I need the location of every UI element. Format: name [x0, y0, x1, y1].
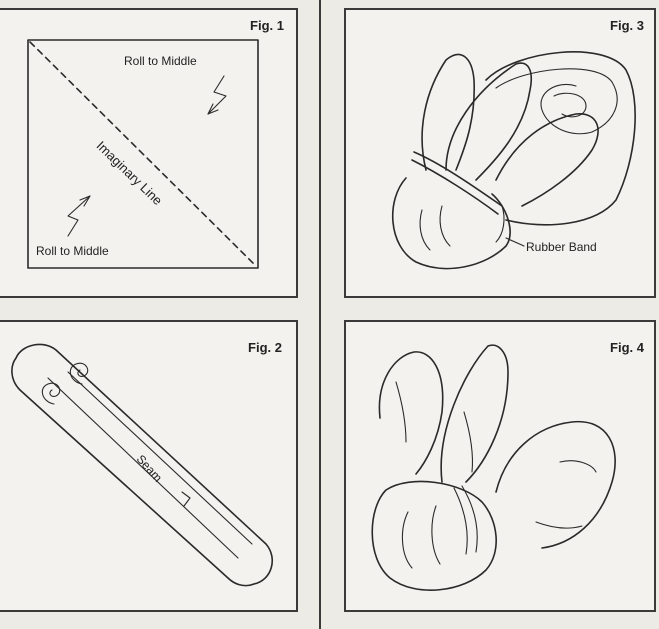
rubber-band — [453, 487, 468, 555]
figure-3-label: Fig. 3 — [610, 18, 644, 33]
roll-to-middle-top-label: Roll to Middle — [124, 54, 197, 68]
rear-fold — [485, 51, 636, 226]
front-bulb — [371, 480, 497, 591]
figure-2-label: Fig. 2 — [248, 340, 282, 355]
napkin-square — [27, 39, 259, 269]
front-petal — [445, 62, 532, 181]
bottom-bulb — [391, 177, 511, 270]
swirl-left-icon — [41, 382, 61, 405]
roll-to-middle-bottom-label: Roll to Middle — [36, 244, 109, 258]
imaginary-line — [29, 41, 257, 267]
figure-3-drawing — [391, 51, 636, 270]
middle-petal — [440, 344, 509, 483]
center-divider — [319, 0, 321, 629]
figure-1-panel: Fig. 1 Roll to Middle Roll to Middle Ima… — [0, 8, 298, 298]
band-pointer — [505, 237, 525, 247]
rubber-band-label: Rubber Band — [526, 240, 597, 254]
swirl-right-icon — [69, 362, 89, 385]
figure-2-drawing — [11, 343, 274, 587]
left-petal — [421, 53, 475, 171]
rubber-band — [413, 151, 503, 207]
figure-4-drawing — [371, 344, 616, 591]
figure-1-label: Fig. 1 — [250, 18, 284, 33]
middle-petal — [495, 113, 599, 207]
figure-4-panel: Fig. 4 — [344, 320, 656, 612]
left-petal — [378, 351, 444, 475]
right-petal — [495, 420, 616, 549]
figure-3-panel: Fig. 3 Rubber Band — [344, 8, 656, 298]
arrow-lower-icon — [67, 195, 91, 237]
figure-4-label: Fig. 4 — [610, 340, 644, 355]
figure-1-drawing — [27, 39, 259, 269]
figure-2-panel: Fig. 2 Seam — [0, 320, 298, 612]
arrow-upper-icon — [207, 75, 227, 115]
rolled-napkin — [11, 343, 274, 587]
seam-arrow-icon — [181, 491, 191, 507]
